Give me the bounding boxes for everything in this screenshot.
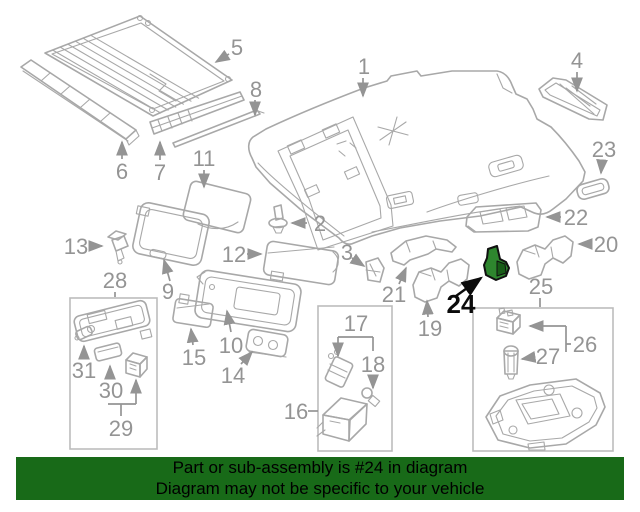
part-label-2: 2 [314, 211, 326, 236]
leader-arrows [78, 49, 608, 416]
part-label-9: 9 [162, 279, 174, 304]
banner-line-2: Diagram may not be specific to your vehi… [155, 478, 485, 498]
part-label-31: 31 [72, 358, 96, 383]
part-label-17: 17 [344, 311, 368, 336]
part-label-10: 10 [219, 333, 243, 358]
part-10-visor-drawing [194, 269, 302, 333]
part-label-19: 19 [418, 316, 442, 341]
part-23-grommet-drawing [576, 178, 610, 200]
part-label-24-highlighted: 24 [447, 289, 476, 319]
part-4-trim-drawing [538, 77, 608, 121]
part-24-highlighted-drawing [483, 245, 510, 281]
part-12-visor-drawing [262, 240, 340, 286]
part-label-28: 28 [103, 268, 127, 293]
part-label-26: 26 [573, 332, 597, 357]
part-label-3: 3 [341, 240, 353, 265]
part-label-6: 6 [116, 159, 128, 184]
part-11-visor-drawing [182, 180, 252, 234]
part-6-rail-drawing [20, 59, 140, 146]
part-21-bracket-drawing [390, 235, 457, 266]
part-label-1: 1 [358, 54, 370, 79]
part-5-sunshade-drawing [44, 14, 233, 117]
part-label-22: 22 [564, 205, 588, 230]
part-label-5: 5 [231, 35, 243, 60]
part-16-box [316, 305, 393, 452]
part-20-handle-drawing [516, 235, 574, 280]
part-label-30: 30 [99, 378, 123, 403]
part-label-18: 18 [361, 352, 385, 377]
part-14-cover-drawing [245, 328, 289, 358]
part-2-clip-drawing [268, 204, 288, 234]
result-banner: Part or sub-assembly is #24 in diagram D… [16, 457, 624, 500]
part-label-7: 7 [154, 160, 166, 185]
part-22-bracket-drawing [465, 202, 542, 233]
part-9-visor-drawing [132, 201, 210, 267]
part-label-15: 15 [182, 345, 206, 370]
banner-line-1: Part or sub-assembly is #24 in diagram [172, 458, 468, 478]
part-labels: 1 2 3 4 5 6 7 8 9 10 11 12 13 14 15 16 1… [64, 35, 618, 441]
part-7-rail-drawing [149, 91, 245, 135]
arrow-to-highlighted-part [455, 276, 483, 297]
part-3-clip-drawing [365, 257, 385, 283]
part-label-11: 11 [193, 146, 216, 171]
part-13-sensor-drawing [107, 230, 129, 265]
part-label-12: 12 [222, 242, 246, 267]
part-1-headliner-drawing [247, 70, 586, 251]
part-label-29: 29 [109, 416, 133, 441]
part-15-lens-drawing [172, 293, 214, 329]
part-label-25: 25 [529, 274, 553, 299]
part-25-box [472, 307, 614, 452]
part-label-4: 4 [571, 48, 583, 73]
part-label-14: 14 [221, 363, 245, 388]
part-label-13: 13 [64, 234, 88, 259]
part-label-16: 16 [284, 399, 308, 424]
part-label-21: 21 [382, 282, 406, 307]
part-label-27: 27 [536, 344, 560, 369]
part-label-23: 23 [592, 137, 616, 162]
part-label-8: 8 [250, 77, 262, 102]
part-label-20: 20 [594, 232, 618, 257]
